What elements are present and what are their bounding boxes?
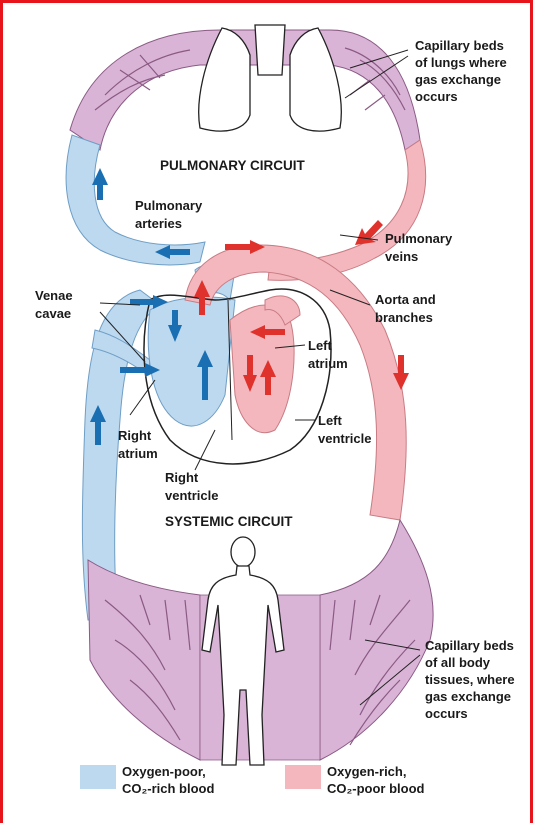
label-venae-cavae: Venae cavae — [35, 288, 76, 321]
label-left-ventricle: Left ventricle — [318, 413, 371, 446]
label-pulmonary-arteries: Pulmonary arteries — [135, 198, 206, 231]
legend: Oxygen-poor, CO₂-rich blood Oxygen-rich,… — [80, 764, 425, 796]
legend-swatch-oxygen-poor — [80, 765, 116, 789]
label-aorta: Aorta and branches — [375, 292, 439, 325]
label-pulmonary-circuit: PULMONARY CIRCUIT — [160, 158, 306, 173]
label-right-atrium: Right atrium — [118, 428, 158, 461]
label-capillary-lungs: Capillary beds of lungs where gas exchan… — [415, 38, 510, 104]
legend-label-oxygen-poor: Oxygen-poor, CO₂-rich blood — [122, 764, 214, 796]
legend-swatch-oxygen-rich — [285, 765, 321, 789]
label-right-ventricle: Right ventricle — [165, 470, 218, 503]
label-pulmonary-veins: Pulmonary veins — [385, 231, 456, 264]
label-capillary-body: Capillary beds of all body tissues, wher… — [425, 638, 518, 721]
legend-label-oxygen-rich: Oxygen-rich, CO₂-poor blood — [327, 764, 425, 796]
label-systemic-circuit: SYSTEMIC CIRCUIT — [165, 514, 293, 529]
label-left-atrium: Left atrium — [308, 338, 348, 371]
lungs — [199, 25, 342, 131]
